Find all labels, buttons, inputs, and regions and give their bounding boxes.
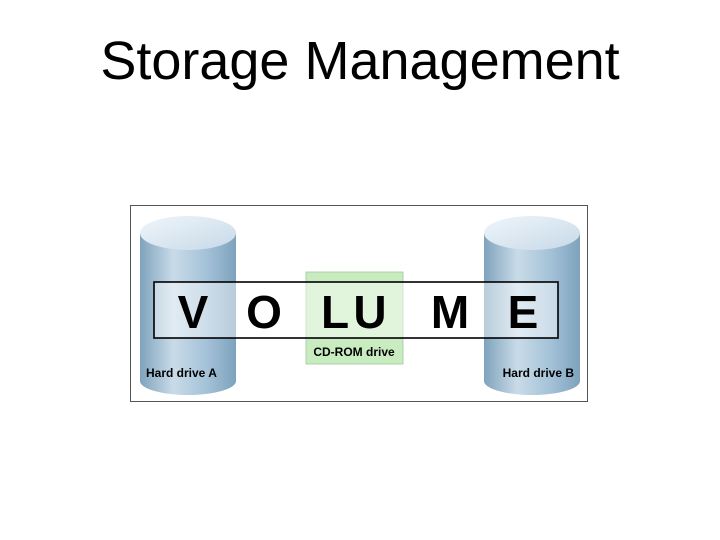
slide-title: Storage Management xyxy=(100,31,620,91)
volume-letter-v: V xyxy=(178,286,209,338)
hard-drive-a-cylinder xyxy=(140,216,236,395)
cdrom-drive-box xyxy=(305,271,404,365)
volume-letter-o: O xyxy=(246,286,282,338)
hard-drive-b-label: Hard drive B xyxy=(503,366,575,380)
cdrom-drive-label: CD-ROM drive xyxy=(313,345,395,359)
hard-drive-b-cylinder xyxy=(484,216,580,395)
volume-letter-l: L xyxy=(321,286,349,338)
volume-diagram-svg: V O L U M E CD-ROM drive Hard drive A Ha… xyxy=(130,205,588,402)
volume-band xyxy=(153,281,559,339)
volume-letter-m: M xyxy=(431,286,469,338)
hard-drive-a-label: Hard drive A xyxy=(146,366,217,380)
volume-letter-e: E xyxy=(508,286,539,338)
volume-letter-u: U xyxy=(353,286,386,338)
volume-diagram: V O L U M E CD-ROM drive Hard drive A Ha… xyxy=(130,205,588,402)
